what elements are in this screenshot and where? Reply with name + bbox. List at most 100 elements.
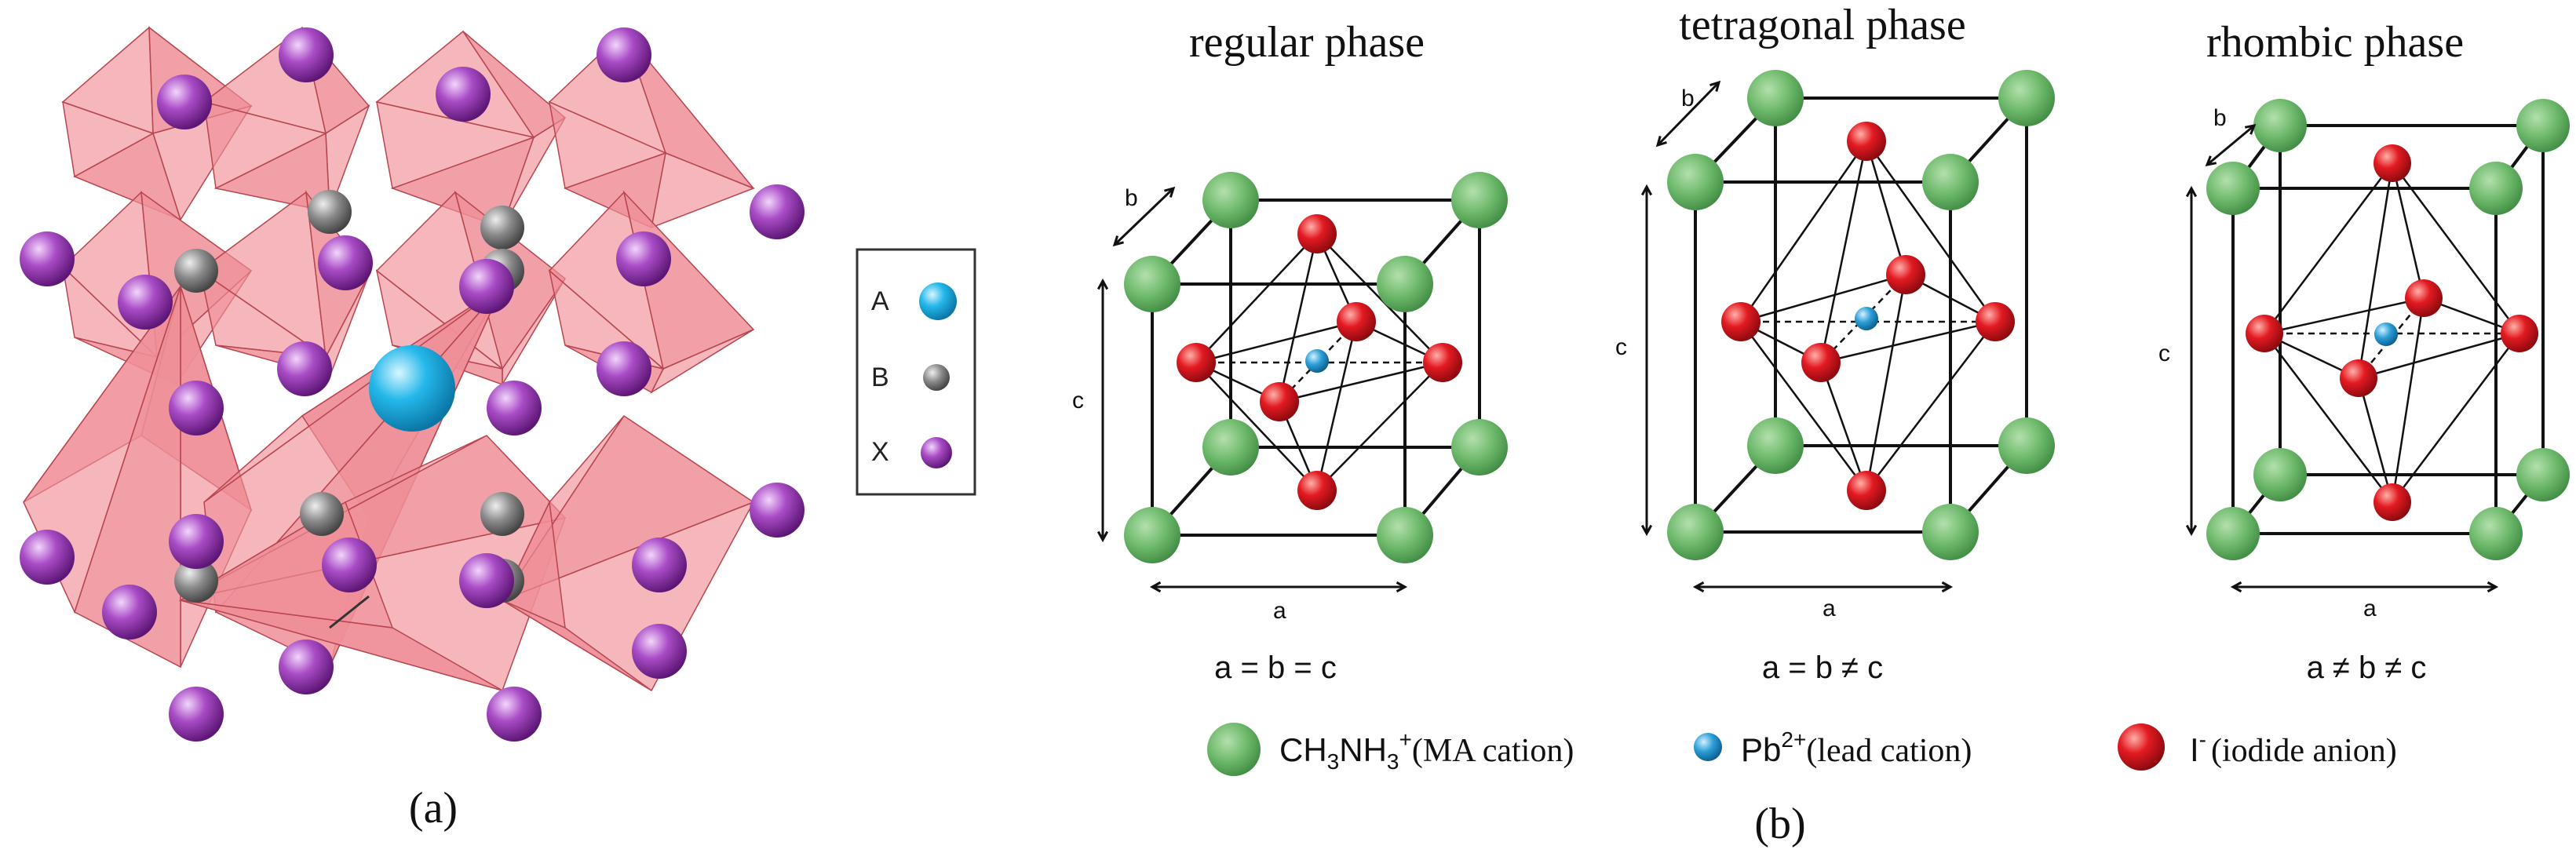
ma-cation-atom xyxy=(1922,504,1979,560)
x-site-atom xyxy=(277,341,332,396)
tetragonal-axis-a: a xyxy=(1823,596,1836,621)
arrowhead xyxy=(1655,136,1667,148)
iodide-anion-atom xyxy=(2246,315,2283,352)
octahedron-edge xyxy=(1865,140,1907,275)
octahedron-edge xyxy=(2357,377,2394,503)
iodide-anion-atom xyxy=(2373,144,2411,182)
b-dimension-arrow xyxy=(1656,81,1720,147)
ma-cation-atom xyxy=(1377,256,1433,312)
b-site-atom xyxy=(480,492,524,536)
ma-cation-atom xyxy=(2206,162,2260,215)
ma-cation-atom xyxy=(2253,448,2307,501)
octahedron-edge xyxy=(1195,233,1318,363)
arrowhead xyxy=(2205,155,2217,167)
x-site-atom xyxy=(459,259,514,314)
iodide-anion-atom xyxy=(1847,471,1886,510)
key-b-atom xyxy=(923,364,950,391)
x-site-atom xyxy=(487,381,542,435)
regular-axis-a: a xyxy=(1273,598,1286,624)
regular-axis-b: b xyxy=(1125,185,1138,211)
rhombic-phase-cell xyxy=(2185,99,2570,593)
octahedron-edge xyxy=(1278,233,1319,403)
b-site-atom xyxy=(174,249,218,293)
regular-axis-c: c xyxy=(1072,388,1084,414)
x-site-atom xyxy=(487,687,542,742)
ma-cation-atom xyxy=(1451,419,1508,476)
ma-cation-atom xyxy=(2469,162,2523,215)
arrowhead xyxy=(1096,278,1109,290)
x-site-atom xyxy=(616,231,671,286)
arrowhead xyxy=(1164,186,1176,198)
arrowhead xyxy=(1396,581,1408,593)
x-site-atom xyxy=(279,640,334,694)
x-site-atom xyxy=(169,687,224,742)
iodide-anion-atom xyxy=(1177,343,1216,382)
x-site-atom xyxy=(750,483,805,538)
b-site-atom xyxy=(480,206,524,250)
iodide-anion-atom xyxy=(1423,343,1462,382)
octahedron xyxy=(375,30,567,228)
arrowhead xyxy=(1640,524,1653,537)
octahedron xyxy=(548,30,756,229)
x-site-atom xyxy=(20,530,75,585)
iodide-anion-atom xyxy=(2373,483,2411,521)
arrowhead xyxy=(1692,581,1705,593)
arrowhead xyxy=(2244,123,2257,135)
panel-a-atoms xyxy=(20,27,805,742)
octahedron-edge xyxy=(1195,320,1357,364)
ma-cation-atom xyxy=(2516,448,2570,501)
iodide-anion-atom xyxy=(1297,214,1337,253)
key-box xyxy=(856,248,976,496)
b-dimension-arrow xyxy=(2206,124,2255,166)
octahedron-edge xyxy=(1279,361,1443,403)
regular-phase-cell xyxy=(1096,172,1508,593)
ma-cation-atom xyxy=(1922,154,1979,210)
ma-cation-atom xyxy=(1124,256,1180,312)
key-x-atom xyxy=(921,437,952,468)
ma-cation-atom xyxy=(1451,172,1508,228)
ma-cation-atom xyxy=(2516,99,2570,152)
legend-iodide-anion: I-(iodide anion) xyxy=(2190,727,2397,769)
arrowhead xyxy=(2185,185,2198,198)
octahedron-edge xyxy=(2264,333,2393,503)
tetragonal-axis-c: c xyxy=(1615,334,1627,360)
key-label-x: X xyxy=(871,437,889,467)
octahedron-edge xyxy=(2391,162,2521,334)
lead-cation-atom xyxy=(2374,322,2398,346)
x-site-atom xyxy=(632,624,687,679)
title-rhombic-phase: rhombic phase xyxy=(2206,18,2464,67)
key-label-b: B xyxy=(871,363,889,392)
x-site-atom xyxy=(597,341,651,396)
b-site-atom xyxy=(300,492,344,536)
regular-relation: a = b = c xyxy=(1214,650,1337,685)
ma-cation-atom xyxy=(1124,507,1180,563)
x-site-atom xyxy=(459,553,514,608)
b-dimension-arrow xyxy=(1113,187,1175,246)
ma-cation-atom xyxy=(1202,419,1259,476)
iodide-anion-atom xyxy=(2501,315,2538,352)
octahedron xyxy=(501,414,755,692)
ma-cation-atom xyxy=(2469,507,2523,560)
arrowhead xyxy=(1149,581,1162,593)
x-site-atom xyxy=(118,275,173,330)
arrowhead xyxy=(1709,80,1721,92)
octahedron-edge xyxy=(2391,297,2425,503)
a-site-atom xyxy=(369,345,455,432)
title-regular-phase: regular phase xyxy=(1189,18,1425,67)
iodide-anion-atom xyxy=(1260,382,1299,421)
octahedron-edge xyxy=(1819,140,1868,363)
ma-cation-atom xyxy=(1747,417,1804,474)
lead-cation-atom xyxy=(1305,349,1329,373)
x-site-atom xyxy=(318,235,373,290)
ma-cation-atom xyxy=(2206,507,2260,560)
lead-cation-atom xyxy=(1855,307,1878,330)
legend-lead-cation: Pb2+(lead cation) xyxy=(1741,727,1972,769)
arrowhead xyxy=(2185,524,2198,537)
bond-line xyxy=(329,595,370,629)
octahedron-edge xyxy=(2264,162,2393,334)
octahedron-edge xyxy=(1740,273,1906,323)
ma-cation-atom xyxy=(1667,154,1724,210)
iodide-anion-atom xyxy=(1801,343,1841,382)
arrowhead xyxy=(2230,581,2242,593)
